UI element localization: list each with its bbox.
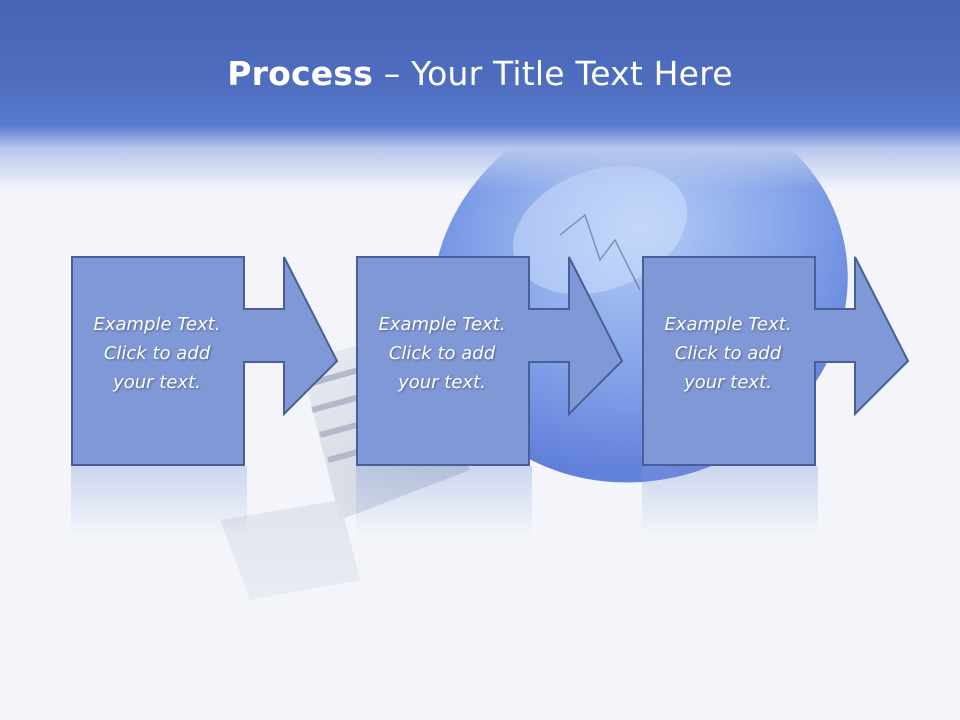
arrow-shape — [356, 256, 624, 466]
title-bar — [0, 0, 960, 190]
title-bold: Process — [227, 54, 373, 93]
step-reflection — [71, 466, 247, 536]
step-line-3: your text. — [684, 372, 772, 393]
step-line-2: Click to add — [103, 343, 211, 364]
step-line-2: Click to add — [674, 343, 782, 364]
title-separator: – — [373, 54, 412, 93]
slide-title[interactable]: Process – Your Title Text Here — [0, 48, 960, 100]
step-line-1: Example Text. — [664, 314, 792, 335]
step-text[interactable]: Example Text. Click to add your text. — [356, 310, 528, 397]
process-step-3[interactable]: Example Text. Click to add your text. — [642, 256, 910, 466]
step-line-1: Example Text. — [93, 314, 221, 335]
step-reflection — [356, 466, 532, 536]
arrow-shape — [71, 256, 339, 466]
title-rest: Your Title Text Here — [411, 54, 733, 93]
process-step-1[interactable]: Example Text. Click to add your text. — [71, 256, 339, 466]
step-line-3: your text. — [113, 372, 201, 393]
step-text[interactable]: Example Text. Click to add your text. — [642, 310, 814, 397]
step-text[interactable]: Example Text. Click to add your text. — [71, 310, 243, 397]
process-step-2[interactable]: Example Text. Click to add your text. — [356, 256, 624, 466]
step-line-1: Example Text. — [378, 314, 506, 335]
arrow-shape — [642, 256, 910, 466]
step-reflection — [642, 466, 818, 536]
step-line-3: your text. — [398, 372, 486, 393]
step-line-2: Click to add — [388, 343, 496, 364]
